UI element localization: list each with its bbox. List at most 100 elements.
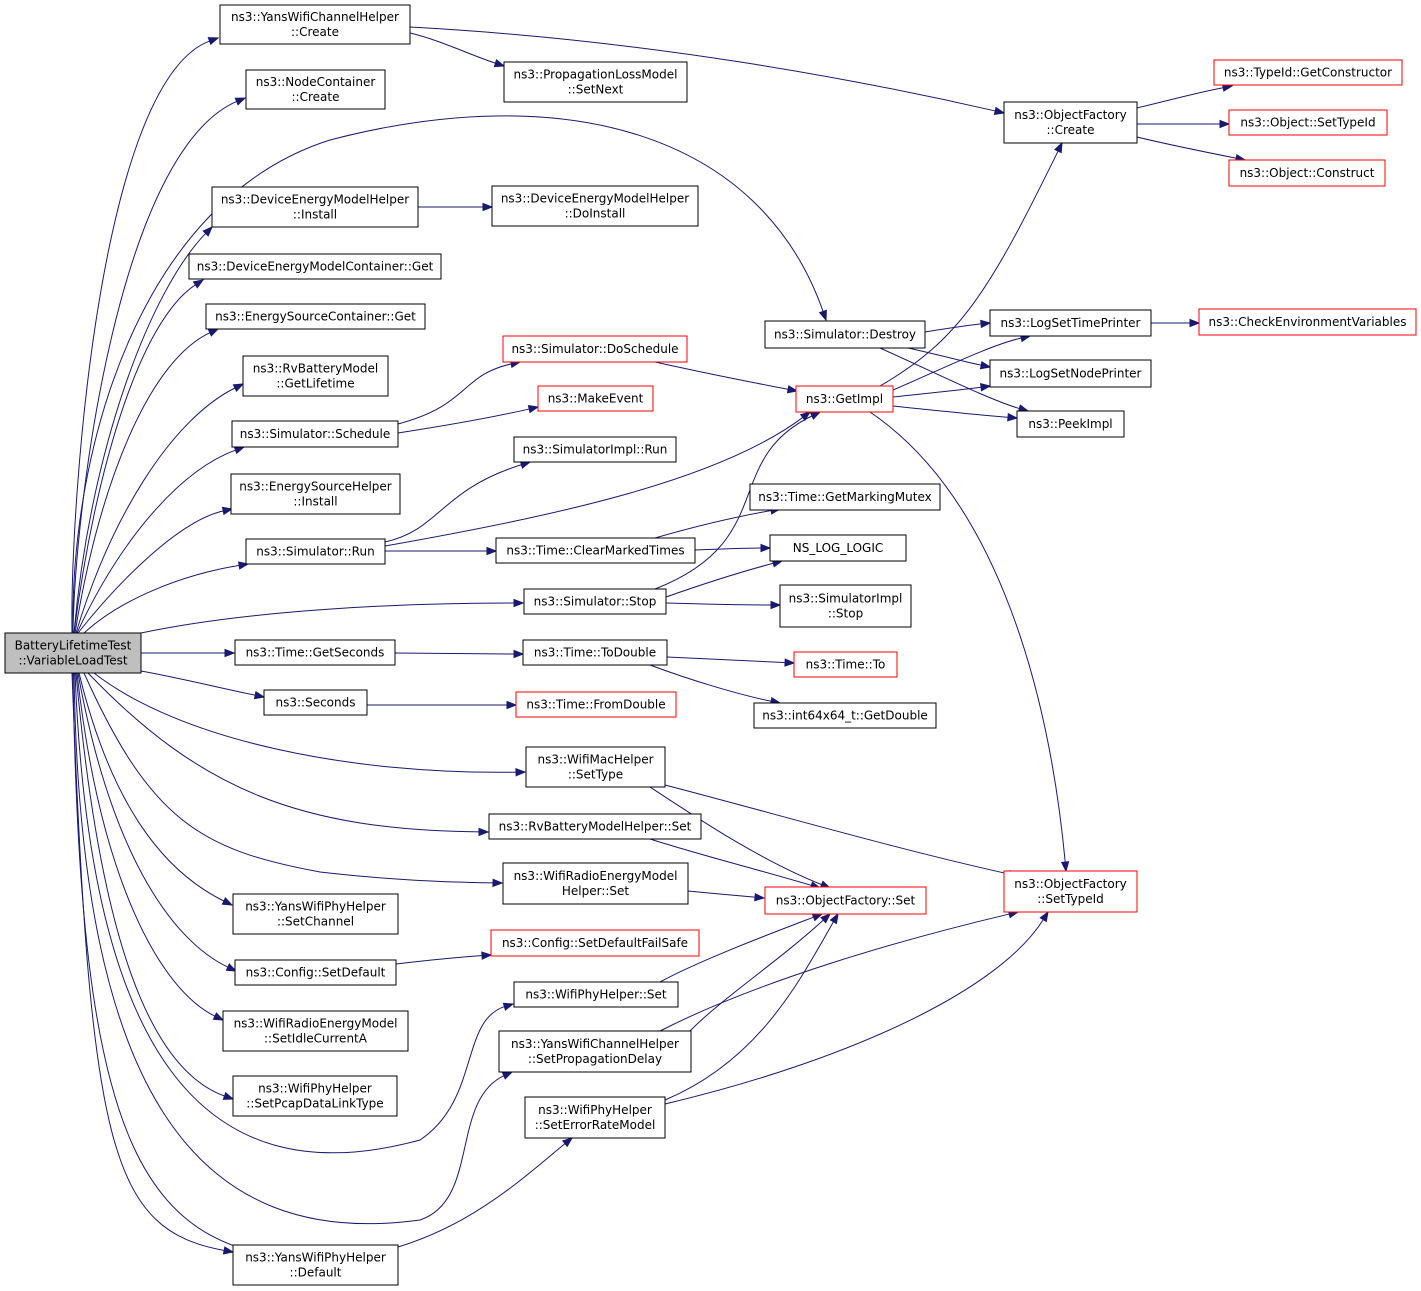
node-config-setdefault[interactable]: ns3::Config::SetDefault: [234, 959, 397, 986]
node-make-event[interactable]: ns3::MakeEvent: [537, 385, 654, 412]
node-rv-get-lifetime[interactable]: ns3::RvBatteryModel::GetLifetime: [242, 355, 389, 397]
arrowhead-icon: [980, 383, 992, 392]
call-edge-sim_stop-to-ns_log_logic: [665, 559, 784, 598]
arrowhead-icon: [481, 951, 493, 960]
node-prop-loss-setnext[interactable]: ns3::PropagationLossModel::SetNext: [503, 61, 688, 103]
edge-line: [83, 672, 495, 884]
arrowhead-icon: [225, 963, 238, 972]
node-sim-schedule[interactable]: ns3::Simulator::Schedule: [231, 420, 399, 448]
node-objfactory-settypeid[interactable]: ns3::ObjectFactory::SetTypeId: [1003, 870, 1138, 913]
node-sim-stop[interactable]: ns3::Simulator::Stop: [523, 588, 667, 615]
node-label: ::SetTypeId: [1037, 892, 1104, 906]
node-box: [234, 639, 396, 666]
node-getimpl[interactable]: ns3::GetImpl: [795, 385, 894, 413]
node-wifiphy-setpcap[interactable]: ns3::WifiPhyHelper::SetPcapDataLinkType: [232, 1075, 398, 1117]
arrowhead-icon: [493, 59, 506, 68]
node-label: ns3::GetImpl: [806, 392, 883, 406]
node-object-construct[interactable]: ns3::Object::Construct: [1228, 159, 1386, 187]
call-edge-root-to-seconds: [140, 670, 266, 700]
node-simimpl-run[interactable]: ns3::SimulatorImpl::Run: [513, 436, 677, 463]
edge-line: [77, 672, 230, 969]
node-yans-phy-default[interactable]: ns3::YansWifiPhyHelper::Default: [232, 1244, 399, 1286]
node-box: [263, 689, 368, 716]
node-label: ns3::Object::Construct: [1240, 166, 1375, 180]
node-dev-energy-install[interactable]: ns3::DeviceEnergyModelHelper::Install: [211, 186, 419, 228]
node-sim-destroy[interactable]: ns3::Simulator::Destroy: [764, 320, 926, 349]
node-label: ns3::PeekImpl: [1028, 417, 1112, 431]
node-wifimac-settype[interactable]: ns3::WifiMacHelper::SetType: [525, 746, 666, 788]
arrowhead-icon: [1007, 413, 1019, 422]
node-dev-energy-cont-get[interactable]: ns3::DeviceEnergyModelContainer::Get: [188, 253, 442, 280]
node-objfactory-create[interactable]: ns3::ObjectFactory::Create: [1003, 101, 1138, 144]
edge-line: [665, 602, 773, 606]
arrowhead-icon: [1189, 318, 1201, 328]
node-time-clearmarked[interactable]: ns3::Time::ClearMarkedTimes: [495, 537, 696, 564]
node-box: [537, 385, 654, 412]
node-wifi-radio-setidle[interactable]: ns3::WifiRadioEnergyModel::SetIdleCurren…: [222, 1010, 409, 1052]
call-edge-root-to-dev_energy_install: [73, 226, 213, 634]
node-ns-log-logic[interactable]: NS_LOG_LOGIC: [769, 534, 907, 562]
call-edge-wifiphy_seterrorrate-to-objfactory_settypeid: [664, 910, 1049, 1105]
node-peekimpl[interactable]: ns3::PeekImpl: [1016, 410, 1125, 438]
node-int64-getdouble[interactable]: ns3::int64x64_t::GetDouble: [753, 702, 937, 729]
node-object-settypeid[interactable]: ns3::Object::SetTypeId: [1228, 109, 1388, 136]
arrowhead-icon: [1054, 141, 1063, 154]
arrowhead-icon: [786, 385, 799, 394]
node-energy-src-cont-get[interactable]: ns3::EnergySourceContainer::Get: [205, 303, 426, 330]
node-label: ::SetType: [568, 768, 623, 782]
node-dev-energy-doinstall[interactable]: ns3::DeviceEnergyModelHelper::DoInstall: [491, 185, 699, 227]
call-edge-sim_run-to-simimpl_run: [384, 460, 532, 543]
node-check-env-vars[interactable]: ns3::CheckEnvironmentVariables: [1198, 308, 1417, 336]
node-yans-phy-setchannel[interactable]: ns3::YansWifiPhyHelper::SetChannel: [232, 893, 399, 935]
edge-line: [659, 913, 1011, 1032]
edge-line: [72, 100, 238, 634]
edge-line: [71, 672, 226, 1252]
edge-line: [924, 323, 983, 333]
node-energy-src-install[interactable]: ns3::EnergySourceHelper::Install: [230, 473, 401, 515]
call-edge-root-to-energy_src_install: [77, 506, 234, 634]
node-config-setdefaultfailsafe[interactable]: ns3::Config::SetDefaultFailSafe: [490, 929, 700, 957]
call-edge-root-to-dev_energy_cont_get: [73, 279, 205, 634]
node-typeid-getconstructor[interactable]: ns3::TypeId::GetConstructor: [1213, 59, 1403, 86]
node-label: ::SetPropagationDelay: [528, 1052, 662, 1066]
node-time-getseconds[interactable]: ns3::Time::GetSeconds: [234, 639, 396, 666]
node-log-settimeprinter[interactable]: ns3::LogSetTimePrinter: [989, 309, 1152, 337]
node-wifiphy-set[interactable]: ns3::WifiPhyHelper::Set: [513, 981, 679, 1008]
node-objfactory-set[interactable]: ns3::ObjectFactory::Set: [764, 886, 927, 915]
call-edge-root-to-sim_stop: [140, 598, 525, 634]
node-sim-run[interactable]: ns3::Simulator::Run: [245, 538, 386, 565]
node-label: ns3::EnergySourceHelper: [239, 480, 392, 494]
node-yans-chan-create[interactable]: ns3::YansWifiChannelHelper::Create: [219, 4, 411, 45]
node-label: ns3::LogSetNodePrinter: [1000, 367, 1142, 381]
node-label: ns3::DeviceEnergyModelHelper: [501, 192, 689, 206]
node-wifiphy-seterrorrate[interactable]: ns3::WifiPhyHelper::SetErrorRateModel: [524, 1096, 666, 1139]
node-rv-helper-set[interactable]: ns3::RvBatteryModelHelper::Set: [488, 813, 702, 840]
arrowhead-icon: [809, 411, 822, 420]
call-edge-getimpl-to-objfactory_settypeid: [869, 411, 1070, 873]
node-box: [1003, 870, 1138, 913]
node-yans-chan-setpropdelay[interactable]: ns3::YansWifiChannelHelper::SetPropagati…: [498, 1030, 692, 1073]
call-edge-yans_chan_setpropdelay-to-objfactory_settypeid: [659, 910, 1020, 1032]
edge-line: [93, 672, 518, 773]
node-label: ns3::Seconds: [276, 696, 356, 710]
node-time-todouble[interactable]: ns3::Time::ToDouble: [522, 639, 668, 666]
node-time-getmarkingmutex[interactable]: ns3::Time::GetMarkingMutex: [749, 483, 941, 511]
node-label: ns3::ObjectFactory: [1014, 108, 1127, 122]
node-label: ns3::YansWifiPhyHelper: [245, 1251, 386, 1265]
node-log-setnodeprinter[interactable]: ns3::LogSetNodePrinter: [989, 359, 1152, 388]
node-label: ns3::Object::SetTypeId: [1240, 116, 1375, 130]
node-label: ::SetErrorRateModel: [535, 1118, 656, 1132]
node-time-to[interactable]: ns3::Time::To: [793, 651, 898, 678]
edge-line: [409, 32, 497, 64]
call-nodes: BatteryLifetimeTest::VariableLoadTestns3…: [4, 4, 1417, 1286]
node-sim-doschedule[interactable]: ns3::Simulator::DoSchedule: [502, 335, 688, 363]
node-label: ns3::WifiPhyHelper::Set: [525, 988, 667, 1002]
node-seconds[interactable]: ns3::Seconds: [263, 689, 368, 716]
node-box: [211, 186, 419, 228]
node-root[interactable]: BatteryLifetimeTest::VariableLoadTest: [4, 632, 142, 674]
node-time-fromdouble[interactable]: ns3::Time::FromDouble: [515, 691, 677, 718]
node-nodecont-create[interactable]: ns3::NodeContainer::Create: [245, 69, 386, 110]
call-edge-seconds-to-time_fromdouble: [367, 700, 518, 710]
node-simimpl-stop[interactable]: ns3::SimulatorImpl::Stop: [779, 584, 912, 628]
